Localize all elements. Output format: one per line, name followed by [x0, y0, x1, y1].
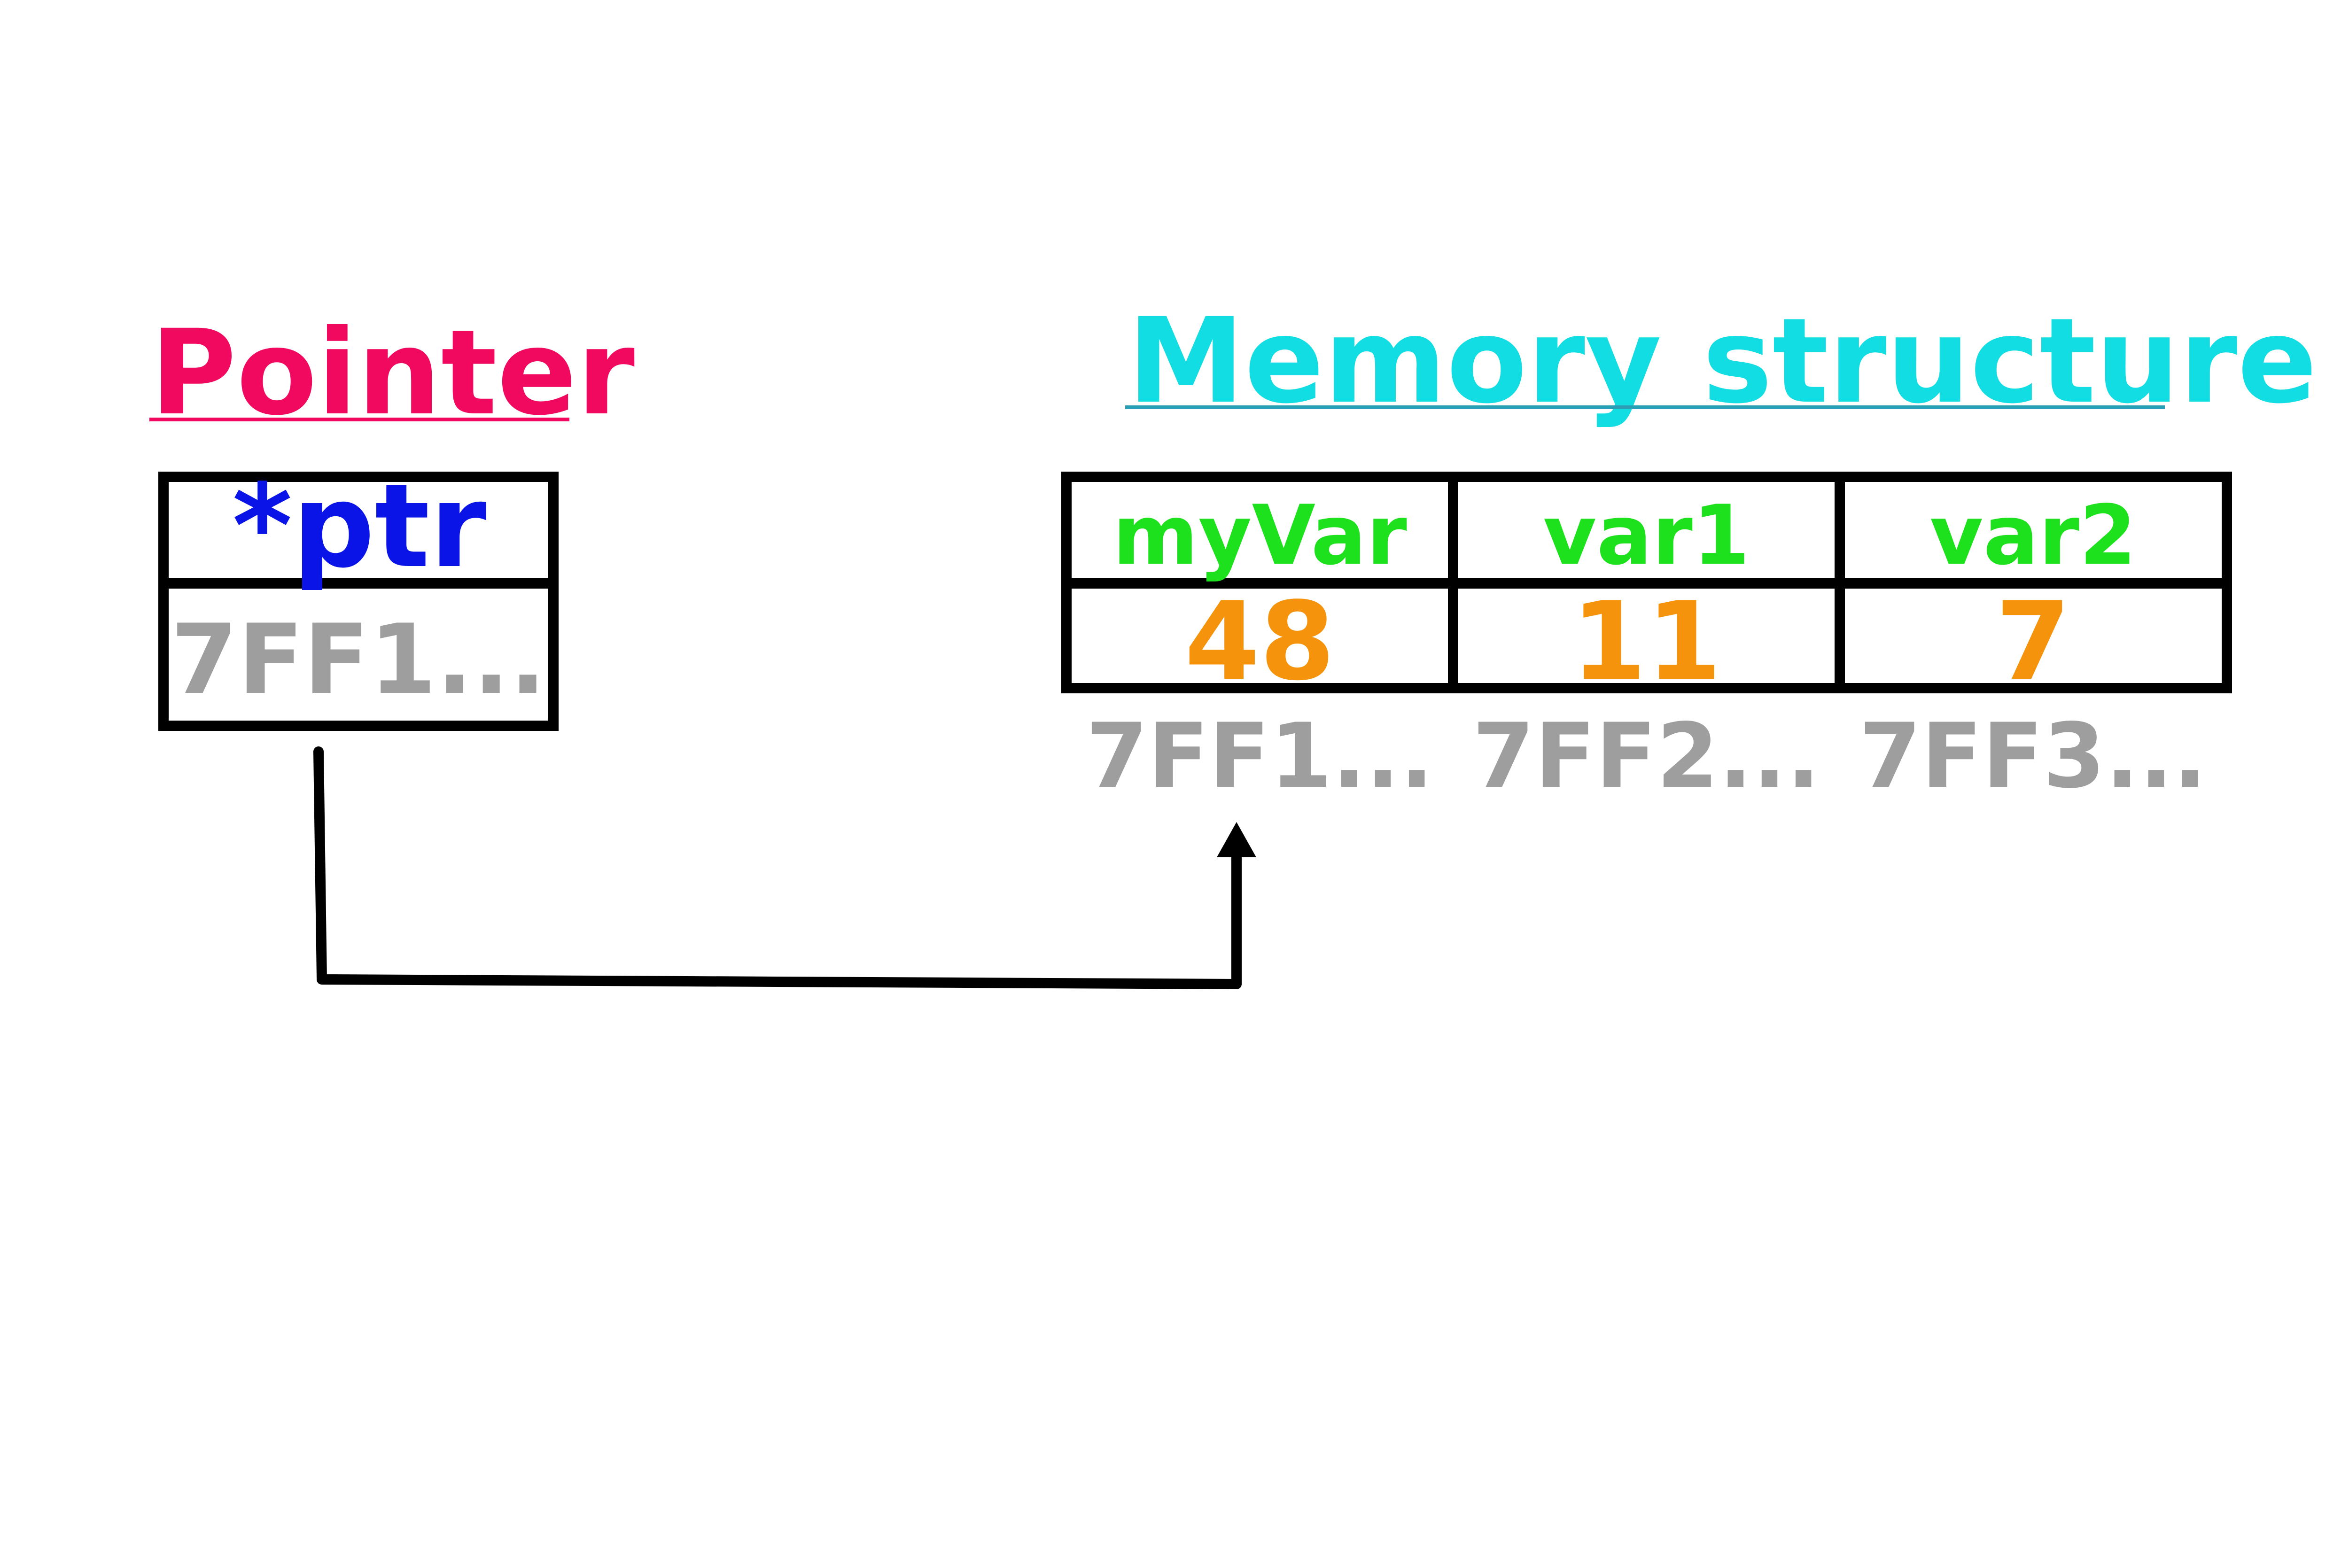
memory-cell-name: var1	[1543, 488, 1750, 583]
memory-cell-address: 7FF3...	[1859, 704, 2207, 808]
memory-cell-value: 11	[1571, 579, 1721, 705]
memory-cell-value: 48	[1184, 579, 1335, 705]
pointer-arrow-head	[1217, 822, 1256, 857]
memory-cell-name: var2	[1929, 488, 2136, 583]
pointer-arrow-line	[313, 746, 1242, 989]
memory-cell-address: 7FF1...	[1086, 704, 1434, 808]
pointer-name: *ptr	[232, 459, 487, 593]
pointer-value: 7FF1...	[171, 604, 546, 716]
pointer-box	[158, 472, 559, 731]
memory-cell-value: 7	[1995, 579, 2070, 705]
memory-table	[1061, 472, 2232, 693]
memory-cell-name: myVar	[1112, 488, 1407, 583]
memory-cell-address: 7FF2...	[1472, 704, 1820, 808]
